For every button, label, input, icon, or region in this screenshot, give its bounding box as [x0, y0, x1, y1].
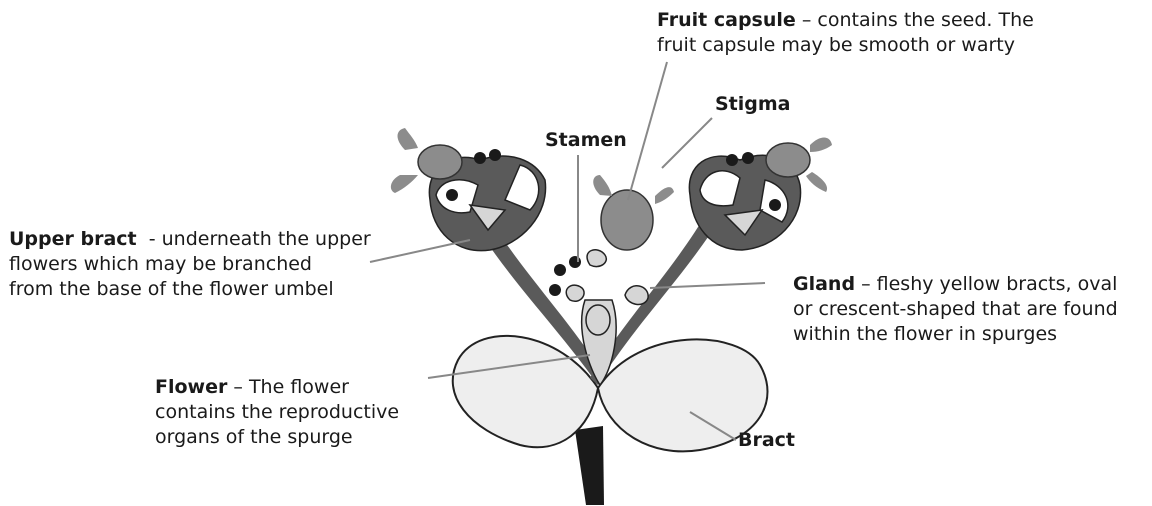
upper-bract-title: Upper bract — [9, 228, 137, 250]
upper-bract-label: Upper bract - underneath the upper flowe… — [9, 227, 371, 302]
stigma-label: Stigma — [715, 92, 791, 117]
upper-bract-desc-2: flowers which may be branched — [9, 252, 371, 277]
fruit-capsule-desc-1: – contains the seed. The — [796, 9, 1034, 31]
flower-desc-2: contains the reproductive — [155, 400, 399, 425]
upper-bract-desc-1: - underneath the upper — [137, 228, 371, 250]
gland-desc-1: – fleshy yellow bracts, oval — [855, 273, 1117, 295]
fruit-capsule-title: Fruit capsule — [657, 9, 796, 31]
stamen-title: Stamen — [545, 129, 627, 151]
flower-label: Flower – The flower contains the reprodu… — [155, 375, 399, 450]
upper-bract-desc-3: from the base of the flower umbel — [9, 277, 371, 302]
leader-fruit-capsule — [628, 62, 667, 200]
fruit-capsule-label: Fruit capsule – contains the seed. The f… — [657, 8, 1034, 58]
leader-upper-bract — [370, 240, 470, 262]
flower-title: Flower — [155, 376, 227, 398]
stigma-title: Stigma — [715, 93, 791, 115]
gland-label: Gland – fleshy yellow bracts, oval or cr… — [793, 272, 1118, 347]
stamen-label: Stamen — [545, 128, 627, 153]
gland-title: Gland — [793, 273, 855, 295]
stem — [575, 426, 604, 505]
flower-desc-3: organs of the spurge — [155, 425, 399, 450]
fruit-capsule-desc-2: fruit capsule may be smooth or warty — [657, 33, 1034, 58]
gland-desc-2: or crescent-shaped that are found — [793, 297, 1118, 322]
gland-desc-3: within the flower in spurges — [793, 322, 1118, 347]
fruit-capsule-center — [593, 175, 674, 250]
flower-desc-1: – The flower — [227, 376, 349, 398]
bract-title: Bract — [738, 429, 795, 451]
bract-label: Bract — [738, 428, 795, 453]
